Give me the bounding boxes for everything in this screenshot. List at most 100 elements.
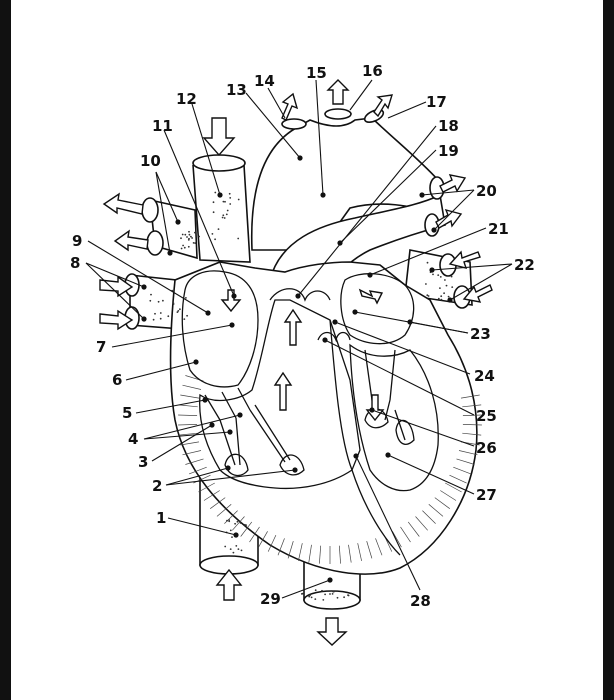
arrow-carotid-out [326,79,350,105]
stipple-dot [450,275,453,278]
left-carotid-opening [324,108,352,120]
stipple-dot [444,279,446,281]
stipple-dot [426,294,429,297]
stipple-dot [212,211,215,214]
stipple-dot [162,299,164,302]
pulmonary-valve [269,288,331,302]
stipple-dot [229,203,232,205]
stipple-dot [425,283,427,285]
stipple-dot [231,536,233,538]
myocardium-hatch-line [458,450,478,456]
stipple-dot [237,198,240,201]
stipple-dot [159,317,162,320]
myocardium-hatch-line [456,458,475,465]
right-papillary-muscle-1 [224,453,249,477]
stipple-dot [300,593,303,595]
stipple-dot [188,230,190,233]
myocardium-hatch-line [400,526,411,543]
myocardium-hatch-line [258,531,268,548]
label-15: 15 [306,64,327,82]
myocardium-hatch-line [460,394,480,399]
label-17: 17 [426,93,447,111]
stipple-dot [447,295,450,298]
label-25: 25 [476,407,497,425]
stipple-dot [172,303,175,305]
label-26: 26 [476,439,497,457]
myocardium-hatch-line [366,540,373,559]
stipple-dot [212,201,215,204]
right-border [603,0,614,700]
myocardium-hatch-line [462,432,482,436]
myocardium-hatch-line [267,534,277,552]
superior-vena-cava [192,164,251,263]
myocardium-hatch-line [434,497,451,509]
myocardium-hatch-line [407,521,420,537]
stipple-dot [439,287,441,289]
myocardium-hatch-line [338,545,341,564]
label-21: 21 [488,220,509,238]
stipple-dot [191,237,194,239]
right-pulmonary-artery-opening-1 [141,197,159,223]
label-6: 6 [112,371,122,389]
stipple-dot [186,314,189,317]
arrow-svc-in [202,117,236,157]
right-atrium-wall [181,270,259,388]
stipple-dot [308,595,311,598]
myocardium-hatch-line [203,490,220,501]
myocardium-hatch-line [188,466,207,475]
stipple-dot [440,298,443,301]
leader-lines [85,79,513,599]
myocardium-hatch-line [319,545,322,564]
myocardium-hatch-line [185,458,204,465]
label-20: 20 [476,182,497,200]
stipple-dot [187,245,190,248]
myocardium-hatch-line [182,384,202,390]
label-27: 27 [476,486,497,504]
myocardium-hatch-line [298,543,303,561]
stipple-dot [232,551,235,554]
tricuspid-valve [204,387,251,421]
stipple-dot [314,598,317,600]
label-1: 1 [156,509,166,527]
stipple-dot [331,593,334,595]
stipple-dot [343,596,345,599]
stipple-dot [194,231,196,234]
stipple-dot [239,522,242,524]
stipple-dot [214,238,217,241]
stipple-dot [236,520,239,523]
myocardium-hatch-line [308,544,312,563]
stipple-dot [188,233,191,236]
myocardium-hatch-line [462,424,482,426]
stipple-dot [167,315,170,318]
arrow-left-pa-out-2 [435,208,463,229]
stipple-dot [439,276,442,278]
stipple-dot [211,233,214,235]
stipple-dot [235,545,238,547]
label-19: 19 [438,142,459,160]
stipple-dot [336,596,339,599]
stipple-dot [228,192,231,195]
right-papillary-muscle-2 [279,454,305,476]
arrow-left-pv-in-1 [448,250,481,269]
stipple-dot [443,292,445,295]
myocardium-hatch-line [232,516,245,531]
label-13: 13 [226,81,247,99]
stipple-dot [226,519,228,522]
myocardium-hatch-line [180,394,200,399]
myocardium-hatch-line [198,482,215,493]
left-border [0,0,11,700]
brachiocephalic-opening [281,118,307,130]
stipple-dot [427,295,430,297]
arrow-pulmonary-trunk-up [283,308,303,346]
myocardium-hatch-line [277,538,285,556]
label-9: 9 [72,232,82,250]
stipple-dot [154,312,156,315]
stipple-dot [179,308,181,311]
label-28: 28 [410,592,431,610]
arrow-right-pa-out-1 [102,192,144,215]
stipple-dot [190,235,192,238]
stipple-dot [322,599,325,601]
stipple-dot [314,589,317,592]
